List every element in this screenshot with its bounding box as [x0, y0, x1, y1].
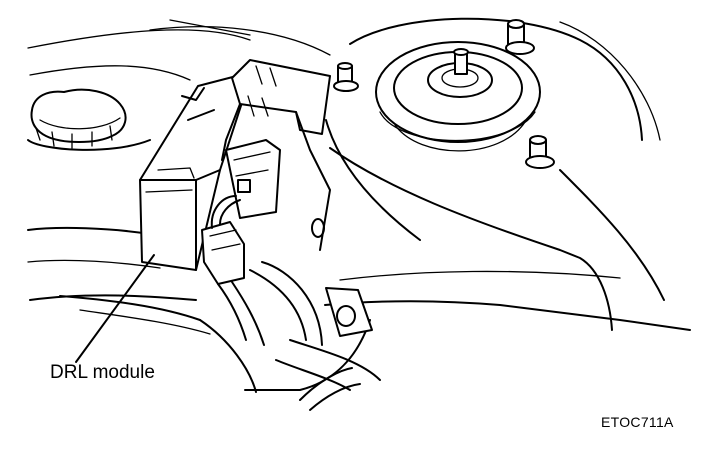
lower-bracket [275, 287, 381, 391]
drl-module [139, 71, 253, 271]
strut-mount [375, 41, 541, 152]
lower-hoses [59, 295, 361, 411]
mounting-bracket [221, 59, 331, 251]
relay-block [225, 139, 281, 219]
mounting-bolts [311, 19, 555, 238]
figure-code: ETOC711A [601, 414, 674, 430]
callout-leader [75, 254, 155, 363]
harness-connector [201, 195, 323, 346]
callout-label: DRL module [50, 362, 155, 383]
body-panel-lines [27, 17, 691, 391]
